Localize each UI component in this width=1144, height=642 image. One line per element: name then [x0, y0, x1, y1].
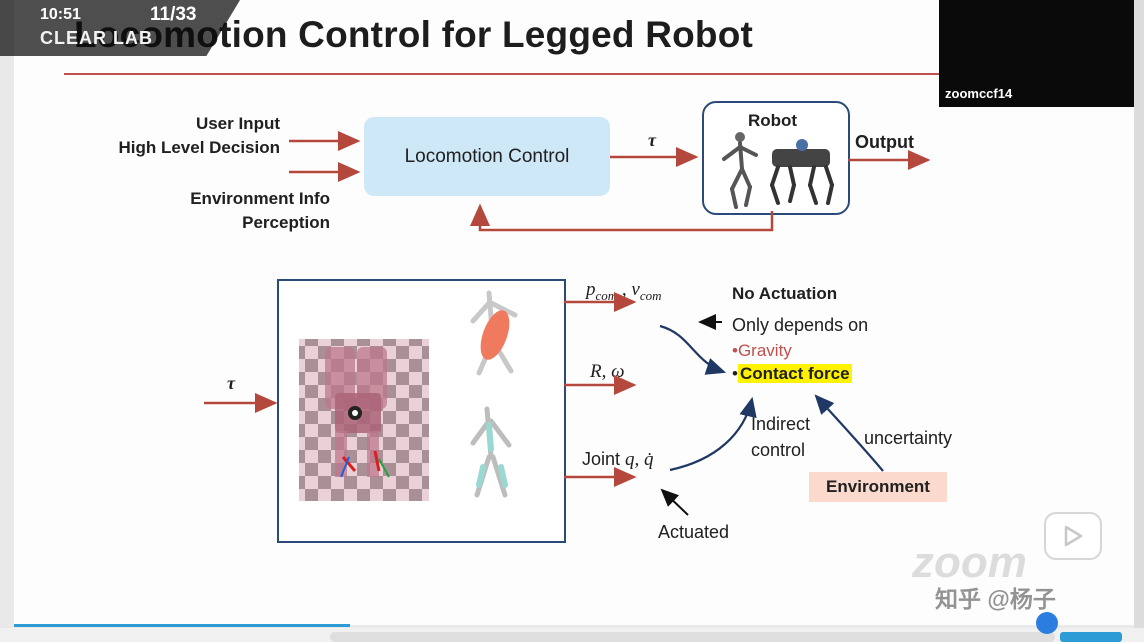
indirect-label-line2: control	[751, 440, 806, 460]
platform-watermark: 知乎	[935, 586, 981, 612]
rotation-state-label: R, ω	[590, 361, 625, 382]
clock-time: 10:51	[40, 6, 81, 23]
input-perception-label: Perception	[242, 213, 330, 232]
participant-video-tile[interactable]: zoomccf14	[939, 0, 1135, 107]
progress-fill	[14, 624, 350, 627]
joint-vars: q, q̇	[625, 449, 654, 470]
gravity-item: •Gravity	[732, 341, 792, 361]
zhihu-watermark: 知乎 @杨子	[935, 580, 1056, 614]
actuated-label: Actuated	[658, 522, 730, 542]
gravity-label: Gravity	[737, 341, 792, 360]
bottom-torque-label: τ	[227, 373, 235, 393]
robot-block: Robot	[702, 101, 850, 215]
right-edge-strip	[1134, 0, 1144, 642]
indirect-label-line1: Indirect	[751, 414, 811, 434]
com-state-label: pcom , vcom	[586, 279, 662, 304]
input-user-input-label: User Input	[195, 114, 280, 133]
com-position-subscript: com	[595, 287, 618, 303]
com-velocity-var: v	[631, 279, 640, 300]
zoom-watermark: zoom	[912, 538, 1027, 587]
page-counter: 11/33	[150, 4, 197, 25]
simulation-image-block	[277, 279, 566, 543]
input-environment-info-label: Environment Info	[190, 189, 330, 208]
simulation-render	[299, 290, 518, 501]
title-underline	[64, 73, 954, 75]
com-velocity-subscript: com	[639, 287, 662, 303]
humanoid-robot-icon	[722, 132, 758, 209]
no-actuation-label: No Actuation	[732, 284, 838, 303]
status-overlay: 10:51 11/33 CLEAR LAB	[0, 0, 240, 56]
com-ellipse-icon	[480, 310, 510, 360]
environment-block: Environment	[809, 472, 947, 502]
participant-name: zoomccf14	[945, 86, 1013, 101]
uncertainty-label: uncertainty	[864, 428, 953, 448]
joint-state-label: Joint q, q̇	[582, 449, 654, 471]
contact-force-item: •Contact force	[732, 364, 852, 384]
depends-label: Only depends on	[732, 315, 869, 335]
input-high-level-label: High Level Decision	[118, 138, 280, 157]
play-button[interactable]	[1044, 512, 1102, 560]
play-icon	[1064, 525, 1083, 547]
robot-images	[722, 132, 834, 209]
contact-force-label: Contact force	[737, 364, 852, 383]
output-label: Output	[855, 132, 914, 152]
progress-track[interactable]	[330, 632, 1055, 642]
com-position-var: p	[586, 279, 596, 300]
contact-bullet: •	[732, 364, 738, 383]
com-separator: ,	[621, 279, 632, 300]
top-torque-label: τ	[648, 130, 656, 150]
locomotion-control-block: Locomotion Control	[364, 117, 610, 196]
lab-label: CLEAR LAB	[40, 28, 153, 48]
gravity-bullet: •	[732, 341, 738, 360]
progress-knob[interactable]	[1036, 612, 1058, 634]
joint-label: Joint	[582, 449, 621, 469]
quadruped-robot-icon	[770, 139, 834, 205]
robot-label: Robot	[748, 111, 798, 130]
author-watermark: @杨子	[987, 586, 1056, 612]
player-control-button[interactable]	[1060, 632, 1122, 642]
